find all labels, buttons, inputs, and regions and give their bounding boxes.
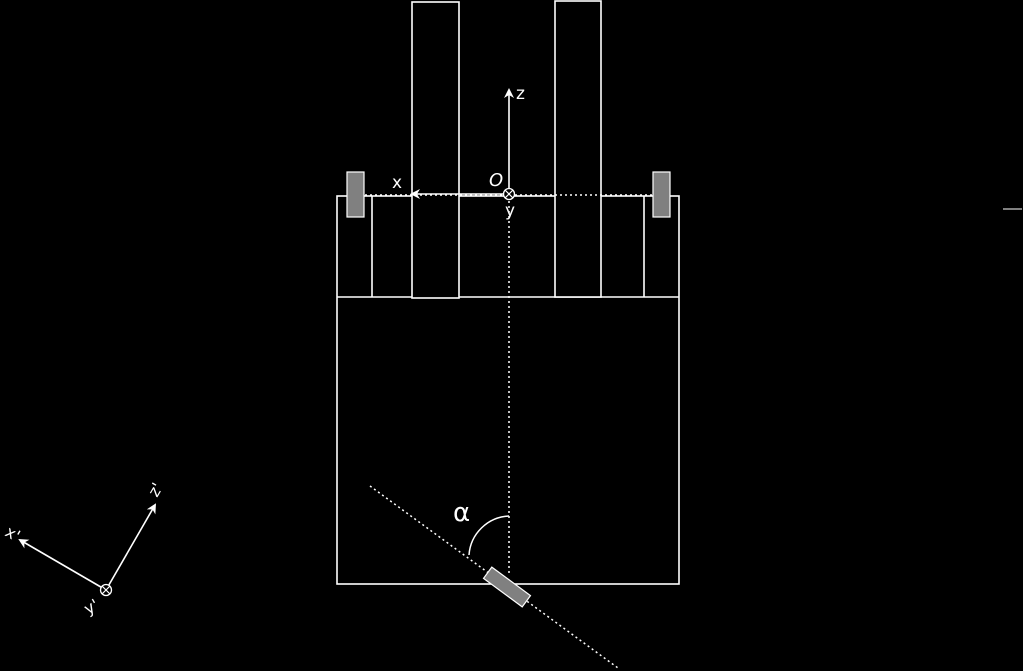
tilted-dotted-line bbox=[369, 485, 619, 669]
angle-arc bbox=[468, 515, 510, 556]
z-prime-axis-arrow bbox=[105, 503, 156, 591]
left-post bbox=[411, 1, 460, 299]
origin-label: O bbox=[489, 170, 503, 191]
tilted-sensor-block bbox=[482, 566, 532, 608]
container-outline bbox=[336, 195, 680, 585]
angle-label: α bbox=[453, 498, 470, 528]
y-prime-circled-x-icon bbox=[99, 583, 113, 597]
x-prime-axis-arrow bbox=[18, 538, 107, 591]
y-axis-label: y bbox=[505, 201, 515, 221]
x-axis-label: x bbox=[392, 173, 402, 193]
z-axis-label: z bbox=[516, 84, 525, 104]
right-sensor-block bbox=[652, 171, 671, 218]
z-prime-label: z' bbox=[144, 479, 167, 500]
x-prime-label: x' bbox=[2, 522, 24, 545]
left-sensor-block bbox=[346, 171, 365, 218]
y-axis-circled-x-icon bbox=[502, 187, 516, 201]
y-prime-label: y' bbox=[81, 595, 103, 618]
right-post bbox=[554, 0, 602, 298]
